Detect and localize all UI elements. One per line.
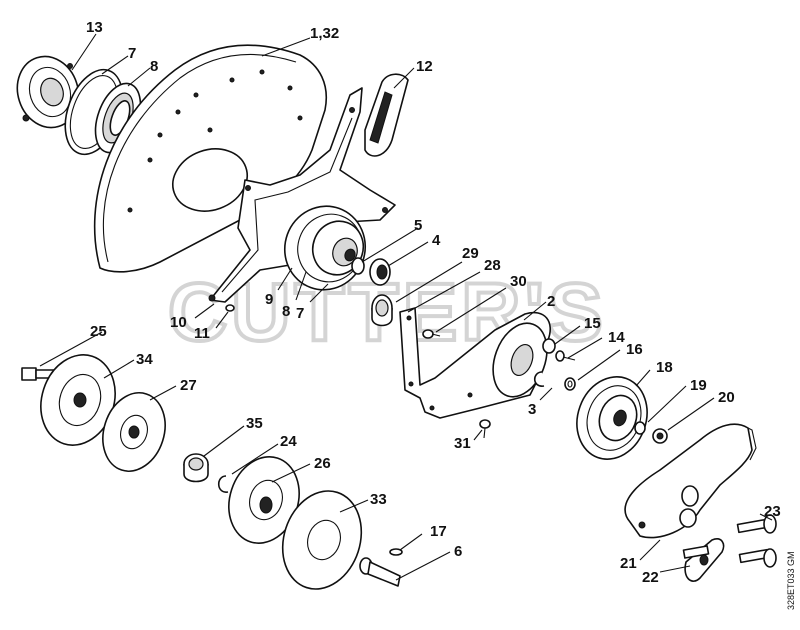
callout-13: 13	[86, 19, 103, 36]
callout-23: 23	[764, 503, 781, 520]
part-30-screw	[422, 329, 441, 339]
callout-9: 9	[265, 291, 273, 308]
callout-29: 29	[462, 245, 479, 262]
part-25-bolt	[21, 367, 55, 381]
callout-35: 35	[246, 415, 263, 432]
part-2-cover-plate	[399, 307, 551, 419]
callout-11: 11	[194, 325, 210, 342]
callout-6: 6	[454, 543, 462, 560]
part-3-circlip	[533, 371, 545, 387]
callout-10: 10	[170, 314, 187, 331]
callout-26: 26	[314, 455, 331, 472]
callout-27: 27	[180, 377, 197, 394]
callout-17: 17	[430, 523, 447, 540]
part-4-bearing	[369, 258, 391, 286]
callout-7-lower: 7	[296, 305, 304, 322]
callout-1-32: 1,32	[310, 25, 339, 42]
part-14-bolt	[555, 350, 576, 362]
part-10-11-screw	[225, 304, 235, 312]
part-15-nut	[542, 338, 556, 354]
callout-2: 2	[547, 293, 555, 310]
part-19-washer	[634, 421, 646, 435]
callout-33: 33	[370, 491, 387, 508]
callout-5: 5	[414, 217, 422, 234]
callout-28: 28	[484, 257, 501, 274]
part-35-bushing	[183, 453, 209, 483]
callout-labels: 13 7 8 1,32 12 5 4 29 28 30 2 9 8 7 10 1…	[86, 19, 781, 586]
callout-4: 4	[432, 232, 441, 249]
callout-8-lower: 8	[282, 303, 290, 320]
part-1-32-wheel-guard	[93, 44, 327, 273]
part-24-circlip	[217, 475, 229, 493]
callout-30: 30	[510, 273, 527, 290]
callout-3: 3	[528, 401, 536, 418]
part-5-nut	[351, 257, 365, 275]
callout-16: 16	[626, 341, 643, 358]
part-20-nut	[652, 428, 668, 444]
callout-15: 15	[584, 315, 601, 332]
callout-22: 22	[642, 569, 659, 586]
callout-8-top: 8	[150, 58, 158, 75]
callout-7-top: 7	[128, 45, 136, 62]
leader-lines	[39, 33, 773, 581]
part-12-buffer	[364, 73, 409, 157]
part-28-29-sleeve	[371, 294, 393, 327]
part-31-screw	[479, 419, 491, 439]
part-17-key	[389, 548, 403, 556]
part-22-plate	[684, 538, 725, 582]
callout-19: 19	[690, 377, 707, 394]
callout-34: 34	[136, 351, 153, 368]
part-16-washer	[564, 377, 576, 391]
callout-14: 14	[608, 329, 625, 346]
callout-24: 24	[280, 433, 297, 450]
part-13-flange-plate	[16, 55, 80, 129]
part-23-knob-screws	[682, 514, 777, 568]
guard-rivet-holes	[127, 69, 303, 213]
callout-20: 20	[718, 389, 735, 406]
callout-31: 31	[454, 435, 471, 452]
callout-18: 18	[656, 359, 673, 376]
part-27-disc	[102, 392, 166, 472]
callout-25: 25	[90, 323, 107, 340]
part-33-disc	[281, 490, 363, 590]
part-21-belt-cover	[624, 423, 757, 539]
part-9-pulley	[283, 205, 367, 291]
callout-12: 12	[416, 58, 433, 75]
part-18-pulley	[576, 376, 648, 460]
callout-21: 21	[620, 555, 637, 572]
part-6-shaft	[359, 557, 401, 587]
drawing-code: 328ET033 GM	[786, 551, 796, 610]
